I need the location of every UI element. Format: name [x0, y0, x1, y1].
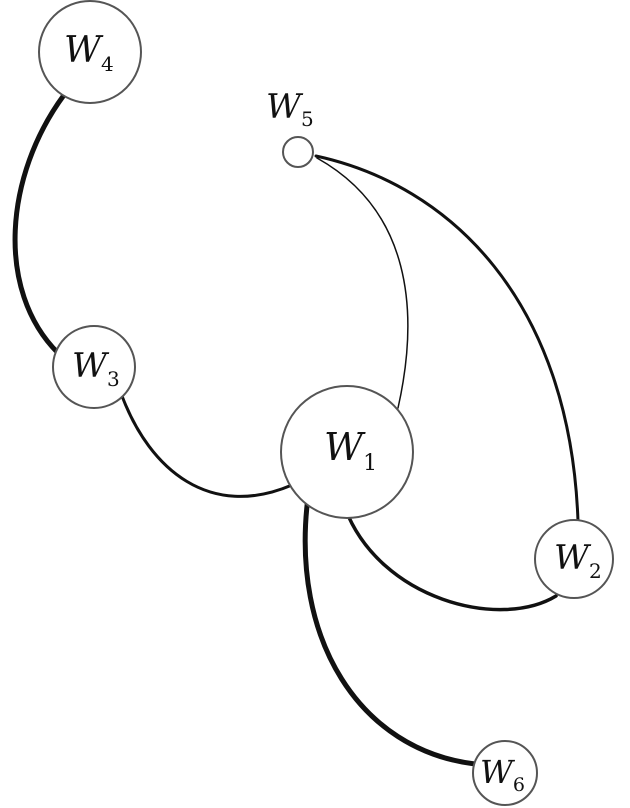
node-w5-label: W5 [266, 87, 314, 131]
node-w4-label: W4 [64, 30, 114, 76]
node-w1-label: W1 [324, 425, 377, 476]
edge-w1-w6 [302, 494, 478, 767]
node-w6-label: W6 [480, 753, 525, 796]
node-w5[interactable]: W5 [266, 87, 314, 168]
node-w5-circle [282, 136, 314, 168]
node-w6[interactable]: W6 [472, 740, 538, 806]
edge-w5-w2 [314, 154, 580, 523]
node-w1[interactable]: W1 [280, 385, 414, 519]
edges [12, 92, 580, 767]
node-w4[interactable]: W4 [38, 0, 142, 104]
edge-w5-w1 [316, 157, 409, 409]
node-w1-circle [280, 385, 414, 519]
node-w2-label: W2 [554, 538, 602, 583]
edge-w4-w3 [12, 92, 67, 356]
edge-w1-w2 [343, 506, 558, 612]
node-w4-circle [38, 0, 142, 104]
node-w6-circle [472, 740, 538, 806]
edge-w3-w1 [120, 394, 294, 498]
node-w2[interactable]: W2 [534, 519, 614, 599]
node-w3-circle [52, 325, 136, 409]
node-w3-label: W3 [72, 346, 120, 391]
node-w3[interactable]: W3 [52, 325, 136, 409]
node-w2-circle [534, 519, 614, 599]
